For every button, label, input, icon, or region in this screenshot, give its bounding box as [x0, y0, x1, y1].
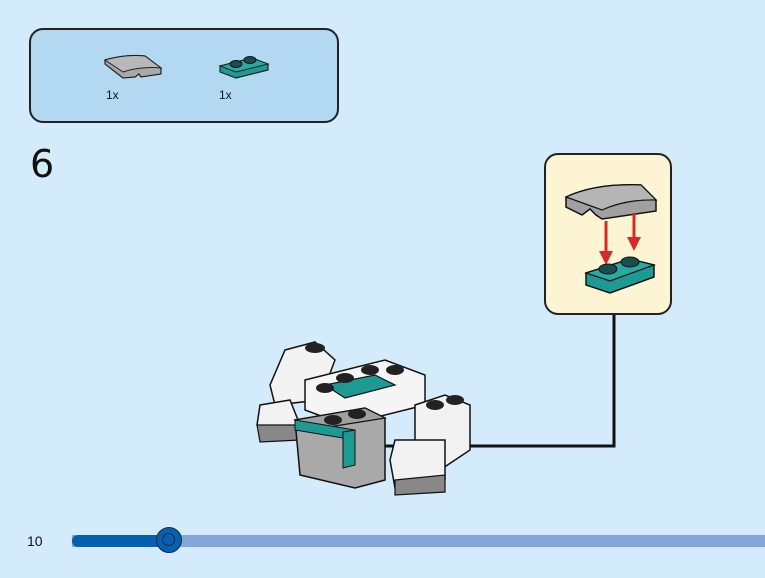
- curved-slope-gray-icon: [103, 54, 163, 79]
- parts-list-box: 1x 1x: [29, 28, 339, 123]
- model-assembly-image: [256, 341, 471, 496]
- part-quantity: 1x: [106, 88, 119, 102]
- progress-knob[interactable]: [156, 527, 183, 553]
- progress-fill: [72, 535, 170, 547]
- step-number: 6: [30, 142, 55, 186]
- part-quantity: 1x: [219, 88, 232, 102]
- plate-teal-icon: [218, 56, 270, 79]
- progress-track: [72, 535, 765, 547]
- sub-assembly-icon: [564, 184, 658, 294]
- page-number: 10: [27, 533, 43, 549]
- sub-assembly-callout: [544, 153, 672, 315]
